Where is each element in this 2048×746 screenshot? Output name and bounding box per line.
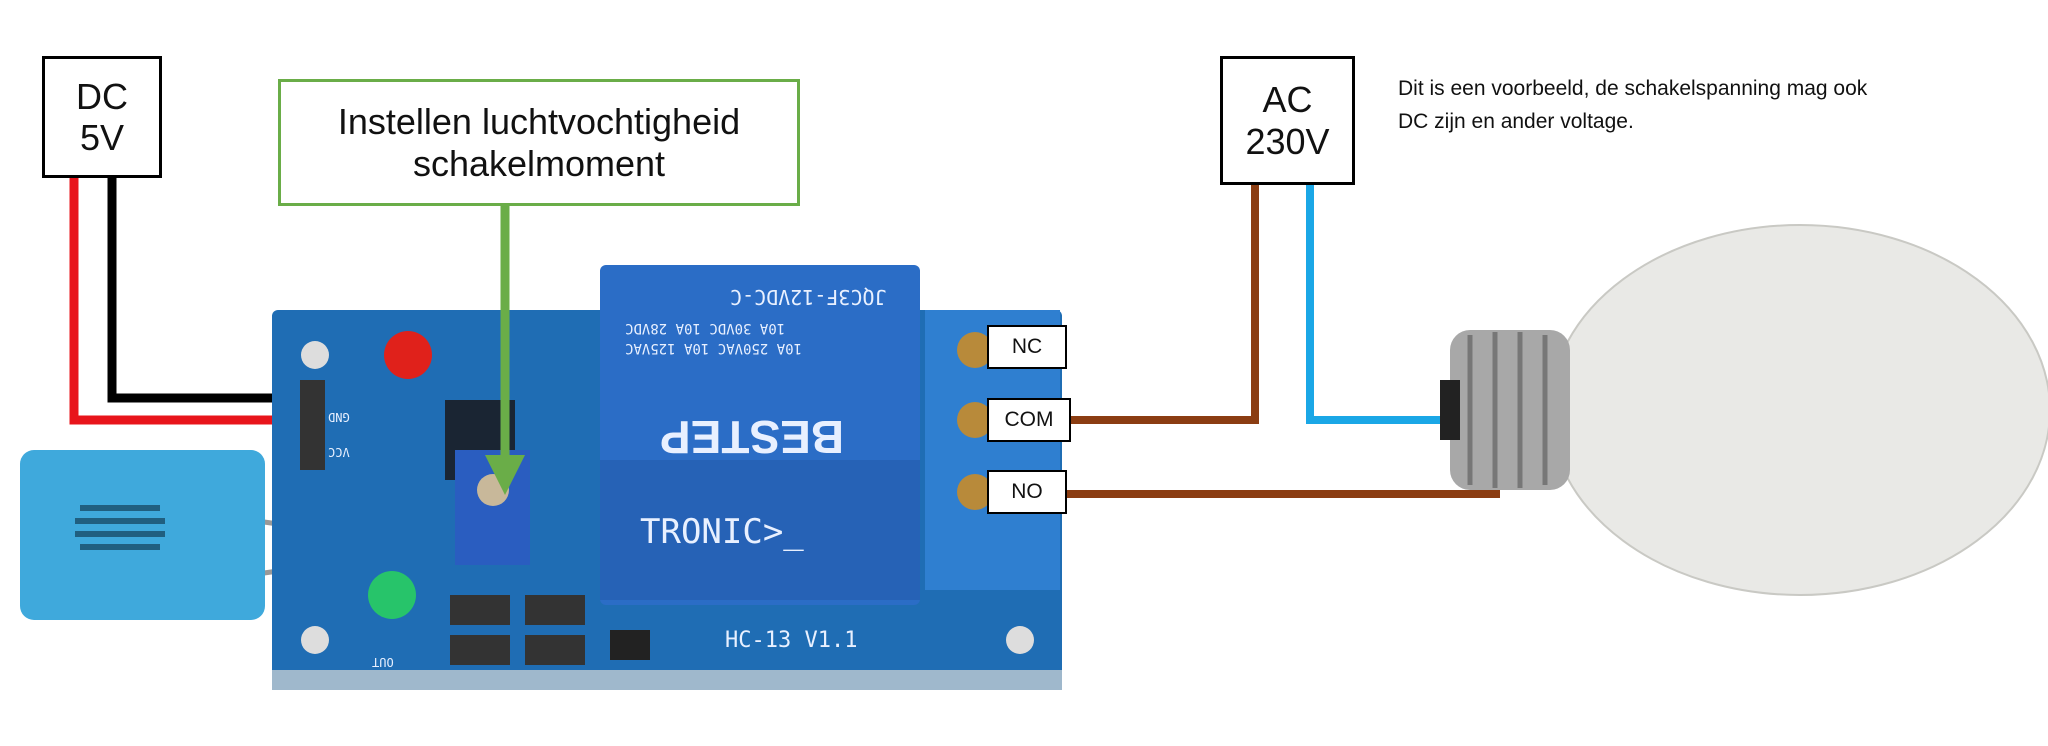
dc-label: DC bbox=[76, 75, 128, 117]
ac-line-wire-com bbox=[1070, 185, 1259, 424]
note-line1: Dit is een voorbeeld, de schakelspanning… bbox=[1398, 77, 1868, 100]
ac-230v-label-box: AC 230V bbox=[1220, 56, 1355, 185]
terminal-com-label: COM bbox=[987, 398, 1071, 442]
output-led bbox=[368, 571, 416, 619]
pin-vcc-label: VCC bbox=[328, 445, 350, 459]
relay-brand: BESTEP bbox=[660, 411, 845, 463]
ac-label: AC bbox=[1262, 79, 1313, 121]
adjust-label-line2: schakelmoment bbox=[412, 142, 666, 184]
terminal-nc-label: NC bbox=[987, 325, 1067, 369]
board-model: HC-13 V1.1 bbox=[725, 628, 858, 653]
note-text: Dit is een voorbeeld, de schakelspanning… bbox=[1398, 72, 1867, 138]
relay-board bbox=[272, 265, 1062, 690]
terminal-no-label: NO bbox=[987, 470, 1067, 514]
relay-rating-2: 10A 250VAC 10A 125VAC bbox=[625, 340, 803, 356]
light-bulb bbox=[1440, 224, 2048, 596]
pin-out-label: OUT bbox=[372, 655, 394, 669]
relay-model-text: JQC3F-12VDC-C bbox=[730, 285, 887, 309]
adjust-arrow-head bbox=[485, 455, 525, 495]
voltage-label: 5V bbox=[79, 117, 125, 158]
dc-positive-wire bbox=[69, 178, 310, 425]
ac-neutral-wire bbox=[1306, 185, 1450, 424]
humidity-adjust-label-box: Instellen luchtvochtigheid schakelmoment bbox=[278, 79, 800, 206]
power-led bbox=[384, 331, 432, 379]
tronic-logo: TRONIC>_ bbox=[640, 512, 804, 552]
adjust-label-line1: Instellen luchtvochtigheid bbox=[337, 101, 741, 143]
dc-5v-label-box: DC 5V bbox=[42, 56, 162, 178]
relay-rating-1: 10A 30VDC 10A 28VDC bbox=[625, 320, 786, 336]
pin-gnd-label: GND bbox=[328, 410, 350, 424]
note-line2: DC zijn en ander voltage. bbox=[1398, 110, 1634, 133]
ac-voltage-label: 230V bbox=[1245, 120, 1330, 162]
dc-negative-wire bbox=[107, 178, 310, 403]
